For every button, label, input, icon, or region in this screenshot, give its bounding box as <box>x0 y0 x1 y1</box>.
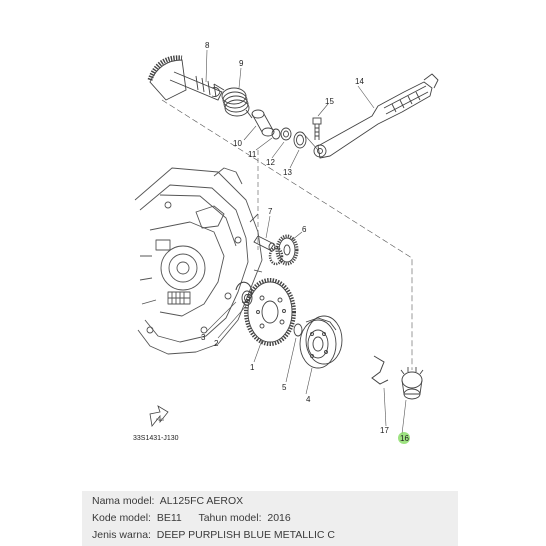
callout-2: 2 <box>214 339 219 348</box>
ratchet <box>400 367 424 400</box>
callout-4: 4 <box>306 395 311 404</box>
bolt <box>312 117 322 140</box>
model-code-row: Kode model: BE11 Tahun model: 2016 <box>92 511 291 525</box>
idle-gear-assembly <box>253 234 299 266</box>
color-row: Jenis warna: DEEP PURPLISH BLUE METALLIC… <box>92 528 335 542</box>
callout-6: 6 <box>302 225 307 234</box>
washer-5 <box>293 323 303 337</box>
callout-labels: 8 9 10 11 12 13 14 15 7 6 1 2 3 4 5 17 1… <box>201 41 410 444</box>
callout-17: 17 <box>380 426 389 435</box>
diagram-code: 33S1431-J130 <box>133 435 179 442</box>
oil-seal <box>293 131 307 149</box>
spring-clip <box>371 355 389 385</box>
callout-9: 9 <box>239 59 244 68</box>
color-label: Jenis warna: <box>92 529 151 541</box>
callout-1: 1 <box>250 363 255 372</box>
model-name-value: AL125FC AEROX <box>159 495 244 507</box>
model-year-value: 2016 <box>267 512 291 524</box>
fwd-mark: FWD <box>149 405 169 427</box>
model-code-label: Kode model: <box>92 512 151 524</box>
assembly-guide-lines <box>161 99 413 370</box>
kick-crank-lever <box>313 73 439 159</box>
model-year-label: Tahun model: <box>198 512 262 524</box>
callout-7: 7 <box>268 207 273 216</box>
leader-lines <box>205 49 407 435</box>
color-value: DEEP PURPLISH BLUE METALLIC C <box>156 529 335 541</box>
callout-10: 10 <box>233 139 242 148</box>
callout-13: 13 <box>283 168 292 177</box>
callout-15: 15 <box>325 97 334 106</box>
callout-14: 14 <box>355 77 364 86</box>
highlight-marker <box>398 432 410 444</box>
kick-shaft <box>147 55 223 101</box>
washers <box>271 127 292 141</box>
fwd-mark-text: FWD <box>156 418 164 422</box>
callout-11: 11 <box>248 150 257 159</box>
model-code-value: BE11 <box>156 512 182 524</box>
torsion-spring <box>213 83 253 119</box>
crankcase <box>134 167 263 355</box>
model-name-label: Nama model: <box>92 495 155 507</box>
bushing <box>251 109 275 137</box>
callout-5: 5 <box>282 383 287 392</box>
one-way-clutch <box>299 315 343 369</box>
model-info-panel: Nama model: AL125FC AEROX Kode model: BE… <box>82 491 458 546</box>
callout-16: 16 <box>400 434 409 443</box>
starter-gear <box>244 278 296 346</box>
callout-3: 3 <box>201 333 206 342</box>
exploded-parts-diagram: 8 9 10 11 12 13 14 15 7 6 1 2 3 4 5 17 1… <box>133 41 439 444</box>
callout-12: 12 <box>266 158 275 167</box>
model-name-row: Nama model: AL125FC AEROX <box>92 494 243 508</box>
callout-8: 8 <box>205 41 210 50</box>
